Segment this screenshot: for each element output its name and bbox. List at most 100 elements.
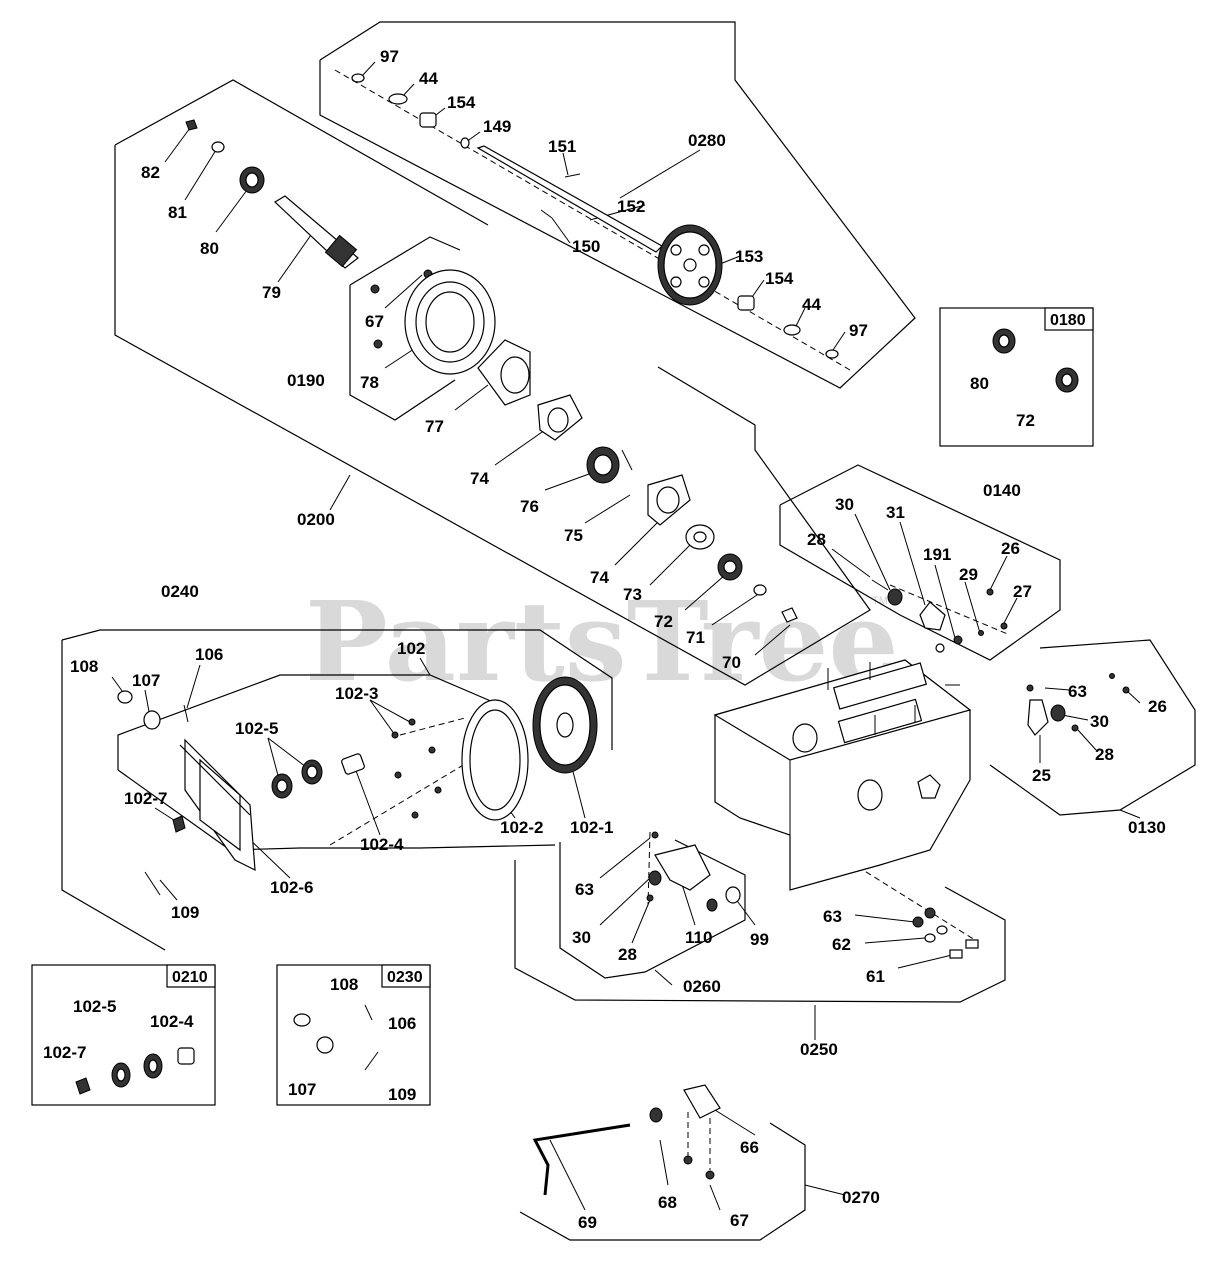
bracket-assembly-0140	[871, 579, 1008, 653]
inset-0180-tag: 0180	[1050, 312, 1086, 329]
outline-0140	[779, 464, 1061, 661]
key-150	[540, 209, 553, 219]
auger-gear-assembly-0240	[117, 676, 598, 896]
washer-97-top	[351, 73, 365, 83]
label-102-7: 102-7	[124, 789, 167, 808]
label-99: 99	[750, 930, 769, 949]
label-0260: 0260	[683, 977, 721, 996]
screw-67-e	[705, 1170, 715, 1180]
label-0130: 0130	[1128, 818, 1166, 837]
label-102-5: 102-5	[235, 719, 278, 738]
inset-0210: 0210	[31, 964, 216, 1106]
pin-151	[564, 173, 581, 178]
label-61: 61	[866, 967, 885, 986]
label-107-inset: 107	[288, 1080, 316, 1099]
screw-26-b	[1122, 686, 1130, 694]
screw-28-a	[871, 579, 889, 591]
screw-67-d	[683, 1155, 693, 1165]
washer-81	[211, 141, 225, 153]
rod-69	[532, 1123, 631, 1196]
label-68: 68	[658, 1193, 677, 1212]
screw-28-b	[1071, 724, 1079, 732]
shaft-102-4-inset	[177, 1047, 195, 1065]
label-97: 97	[380, 47, 399, 66]
label-0190: 0190	[287, 371, 325, 390]
label-102-7-inset: 102-7	[43, 1043, 86, 1062]
fastener-set-0250	[912, 907, 979, 959]
pin-106-inset	[364, 1004, 373, 1021]
label-77: 77	[425, 417, 444, 436]
label-107: 107	[132, 671, 160, 690]
washer-97-bottom	[825, 349, 839, 359]
outline-0240	[61, 629, 613, 750]
screw-102-3-a	[391, 731, 399, 739]
label-30-0260: 30	[572, 928, 591, 947]
washer-71	[753, 584, 767, 596]
label-110: 110	[685, 928, 712, 947]
label-27: 27	[1013, 582, 1032, 601]
bushing-107	[143, 710, 161, 730]
label-74-lower: 74	[590, 568, 609, 587]
label-72: 72	[654, 612, 673, 631]
label-80: 80	[200, 239, 219, 258]
label-28-0260: 28	[618, 945, 637, 964]
screw-67-c	[373, 339, 383, 349]
group-outlines	[61, 21, 1196, 1241]
label-62: 62	[832, 935, 851, 954]
label-67: 67	[365, 312, 384, 331]
label-0280: 0280	[688, 131, 726, 150]
nut-30-b	[1050, 704, 1066, 722]
bracket-66	[683, 1084, 721, 1119]
label-102-4-inset: 102-4	[150, 1012, 194, 1031]
label-26: 26	[1001, 539, 1020, 558]
label-82: 82	[141, 163, 160, 182]
label-74: 74	[470, 469, 489, 488]
nut-70	[781, 607, 798, 623]
label-0200: 0200	[297, 510, 335, 529]
label-80-inset: 80	[970, 374, 989, 393]
spacer-99	[725, 886, 741, 904]
callout-labels: 97 44 154 149 151 0280 152 150 153 154 4…	[43, 47, 1167, 1232]
inset-0180: 0180	[939, 307, 1094, 447]
outline-0102	[117, 674, 501, 770]
label-78: 78	[360, 373, 379, 392]
spring-109	[144, 871, 161, 896]
bolt-61	[949, 949, 963, 959]
label-106: 106	[195, 645, 223, 664]
label-79: 79	[262, 283, 281, 302]
label-70: 70	[722, 653, 741, 672]
watermark-text: PartsTree	[305, 577, 899, 706]
label-75: 75	[564, 526, 583, 545]
label-102-4: 102-4	[360, 835, 404, 854]
outline-0240-left	[61, 640, 166, 951]
bracket-25	[1027, 699, 1049, 736]
bushing-68	[649, 1107, 663, 1123]
washer-108-inset	[293, 1013, 311, 1027]
washer-29	[978, 630, 984, 636]
label-106-inset: 106	[388, 1014, 416, 1033]
outline-0280	[319, 21, 916, 389]
outline-0260	[559, 839, 746, 979]
label-72-inset: 72	[1016, 411, 1035, 430]
nut-102-7	[172, 815, 186, 833]
nut-102-7-inset	[75, 1077, 91, 1095]
nut-30-a	[887, 588, 903, 606]
bracket-110	[654, 844, 711, 891]
label-109-inset: 109	[388, 1085, 416, 1104]
label-44: 44	[419, 69, 438, 88]
label-28: 28	[807, 530, 826, 549]
label-102-1: 102-1	[570, 818, 613, 837]
label-28-lower: 28	[1095, 745, 1114, 764]
label-76: 76	[520, 497, 539, 516]
outline-0270	[519, 1122, 806, 1241]
label-29: 29	[959, 565, 978, 584]
screw-26-a	[986, 588, 994, 596]
inset-0230-tag: 0230	[387, 969, 423, 986]
outline-0190	[349, 236, 461, 286]
label-0270: 0270	[842, 1188, 880, 1207]
label-154-lower: 154	[765, 269, 794, 288]
label-66: 66	[740, 1138, 759, 1157]
label-26-lower: 26	[1148, 697, 1167, 716]
label-73: 73	[623, 585, 642, 604]
clip-75	[621, 449, 633, 471]
